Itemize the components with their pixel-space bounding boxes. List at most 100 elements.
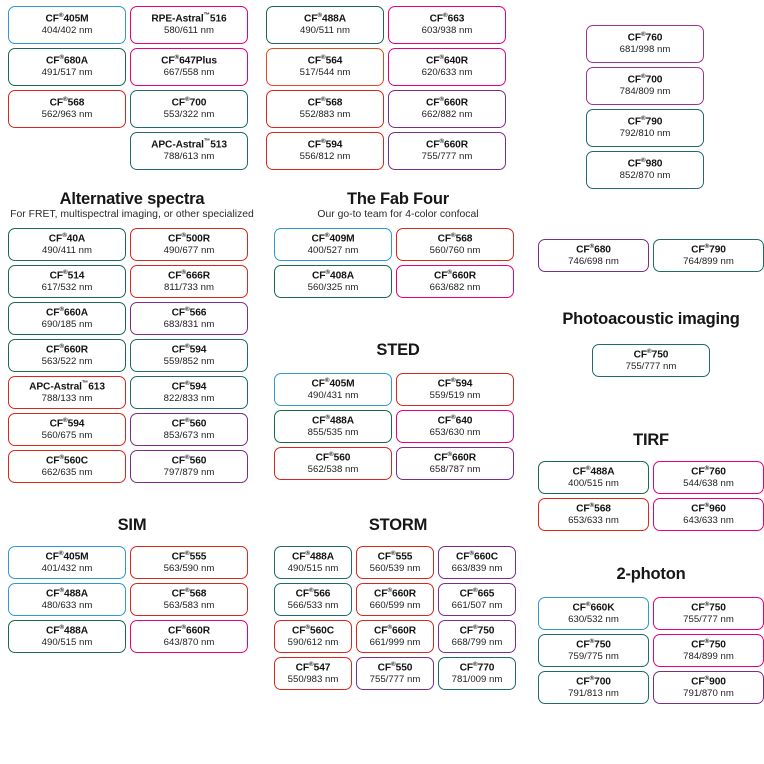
fluorophore-name: CF®488A	[304, 12, 346, 25]
fluorophore-name: CF®640R	[426, 54, 468, 67]
registered-mark-icon: ®	[63, 269, 68, 277]
registered-mark-icon: ®	[589, 638, 595, 646]
registered-mark-icon: ®	[439, 54, 445, 62]
registered-mark-icon: ®	[589, 502, 595, 510]
excitation-emission-spec: 746/698 nm	[568, 255, 619, 267]
fluorophore-name: APC-Astral™613	[29, 380, 105, 393]
registered-mark-icon: ®	[451, 414, 456, 422]
fluorophore-name: CF®660R	[168, 624, 210, 637]
registered-mark-icon: ®	[63, 96, 68, 104]
fluorophore-name: CF®660R	[46, 343, 88, 356]
section-title: TIRF	[633, 431, 669, 449]
excitation-emission-spec: 791/813 nm	[568, 688, 619, 700]
excitation-emission-spec: 556/812 nm	[299, 151, 351, 163]
excitation-emission-spec: 852/870 nm	[619, 170, 671, 182]
excitation-emission-spec: 784/899 nm	[683, 651, 734, 663]
registered-mark-icon: ®	[704, 465, 710, 473]
registered-mark-icon: ®	[321, 138, 326, 146]
registered-mark-icon: ®	[469, 550, 475, 558]
fluorophore-name: CF®660K	[572, 601, 615, 614]
fluorophore-name: CF®665	[459, 587, 495, 600]
